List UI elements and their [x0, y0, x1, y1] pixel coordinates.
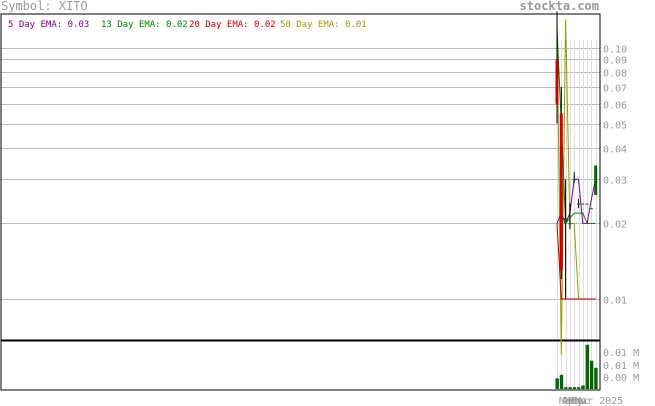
x-label-nov: Nov [568, 396, 586, 406]
price-tick-label: 0.02 [603, 220, 627, 231]
candle-body [564, 218, 568, 224]
site-watermark: stockta.com [520, 0, 599, 13]
volume-bar [564, 387, 568, 389]
ema-legend: 5 Day EMA: 0.03 13 Day EMA: 0.02 20 Day … [8, 20, 367, 30]
volume-tick-label: 0.01 M [603, 348, 639, 359]
ema-lines [556, 19, 597, 355]
price-panel-frame [0, 13, 601, 341]
ema20-line [556, 223, 596, 300]
volume-bar [559, 374, 564, 389]
candle-body [572, 179, 576, 181]
x-axis-labels: Mar Apr May Nov Dec Mar 2025 [559, 396, 623, 406]
volume-bar [555, 378, 559, 389]
candle-body [589, 208, 593, 210]
candle-body [594, 165, 598, 195]
price-tick-label: 0.10 [603, 45, 627, 56]
volume-bar [568, 387, 572, 389]
price-tick-label: 0.03 [603, 176, 627, 187]
volume-bar [572, 387, 577, 389]
price-grid [1, 48, 600, 300]
price-tick-label: 0.05 [603, 121, 627, 132]
ema5-line [556, 178, 597, 225]
volume-tick-label: 0.01 M [603, 361, 639, 372]
candle-body [568, 223, 572, 225]
candle-body [577, 203, 580, 205]
volume-bars [555, 344, 598, 389]
volume-bar [585, 344, 589, 389]
legend-ema13: 13 Day EMA: 0.02 [101, 20, 188, 30]
price-tick-label: 0.04 [603, 145, 627, 156]
x-label-may: May [565, 396, 583, 406]
price-tick-label: 0.07 [603, 84, 627, 95]
volume-bar [594, 367, 598, 389]
price-tick-label: 0.01 [603, 296, 627, 307]
volume-panel-frame [0, 340, 601, 391]
candle-body [555, 59, 559, 104]
volume-bar [589, 360, 594, 389]
x-label-date: Mar 2025 [575, 396, 623, 406]
volume-bar [577, 387, 581, 389]
price-axis: 0.100.09 0.08 0.07 0.06 0.05 0.04 0.03 0.02 0.01 [603, 45, 627, 307]
symbol-label: Symbol: XITO [1, 0, 88, 13]
price-tick-label: 0.09 [603, 56, 627, 67]
x-label-apr: Apr [562, 396, 580, 406]
volume-axis: 0.01 M0.01 M0.00 M [603, 348, 639, 384]
price-tick-label: 0.06 [603, 101, 627, 112]
volume-tick-label: 0.00 M [603, 373, 639, 384]
ema13-line [556, 28, 596, 225]
legend-ema50: 50 Day EMA: 0.01 [280, 20, 367, 30]
x-label-dec: Dec [571, 396, 589, 406]
legend-ema20: 20 Day EMA: 0.02 [189, 20, 276, 30]
x-label-mar: Mar [559, 396, 577, 406]
candle-body [585, 203, 589, 205]
price-tick-label: 0.08 [603, 69, 627, 80]
candles [555, 11, 598, 299]
candle-body [581, 203, 585, 205]
legend-ema5: 5 Day EMA: 0.03 [8, 20, 89, 30]
candle-body [559, 113, 563, 271]
volume-bar [581, 385, 585, 389]
